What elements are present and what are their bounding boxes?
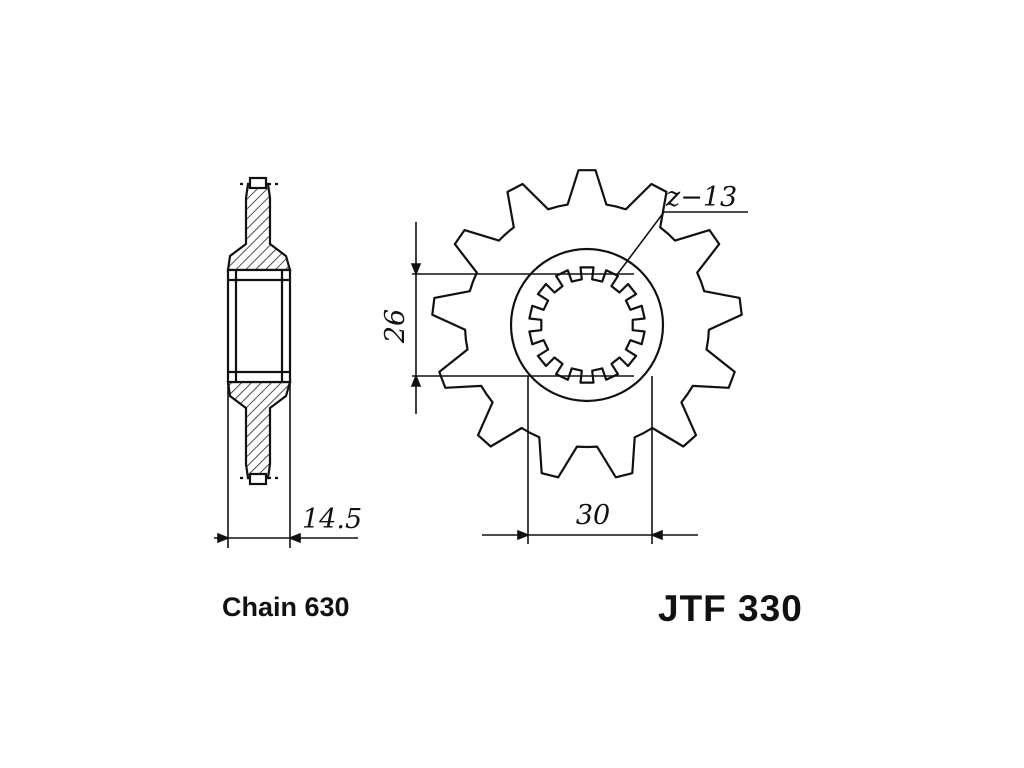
hub-width-value: 30 [576, 500, 610, 531]
tooth-count-leader [615, 211, 748, 277]
thickness-value: 14.5 [302, 504, 362, 535]
hub-width-dimension [482, 376, 698, 544]
side-section-view [214, 176, 358, 548]
spline-bore [528, 266, 646, 384]
front-view [431, 169, 743, 479]
bore-height-value: 26 [380, 309, 411, 344]
thickness-dimension [214, 382, 358, 548]
lower-tooth-section [226, 380, 292, 480]
bore-height-dimension [410, 222, 634, 414]
tooth-count-value: z−13 [665, 182, 737, 213]
hub-circle [509, 247, 665, 403]
part-number-caption: JTF 330 [658, 588, 803, 629]
hub-body [226, 268, 292, 384]
upper-tooth-section [226, 182, 292, 272]
chain-size-caption: Chain 630 [222, 592, 350, 622]
